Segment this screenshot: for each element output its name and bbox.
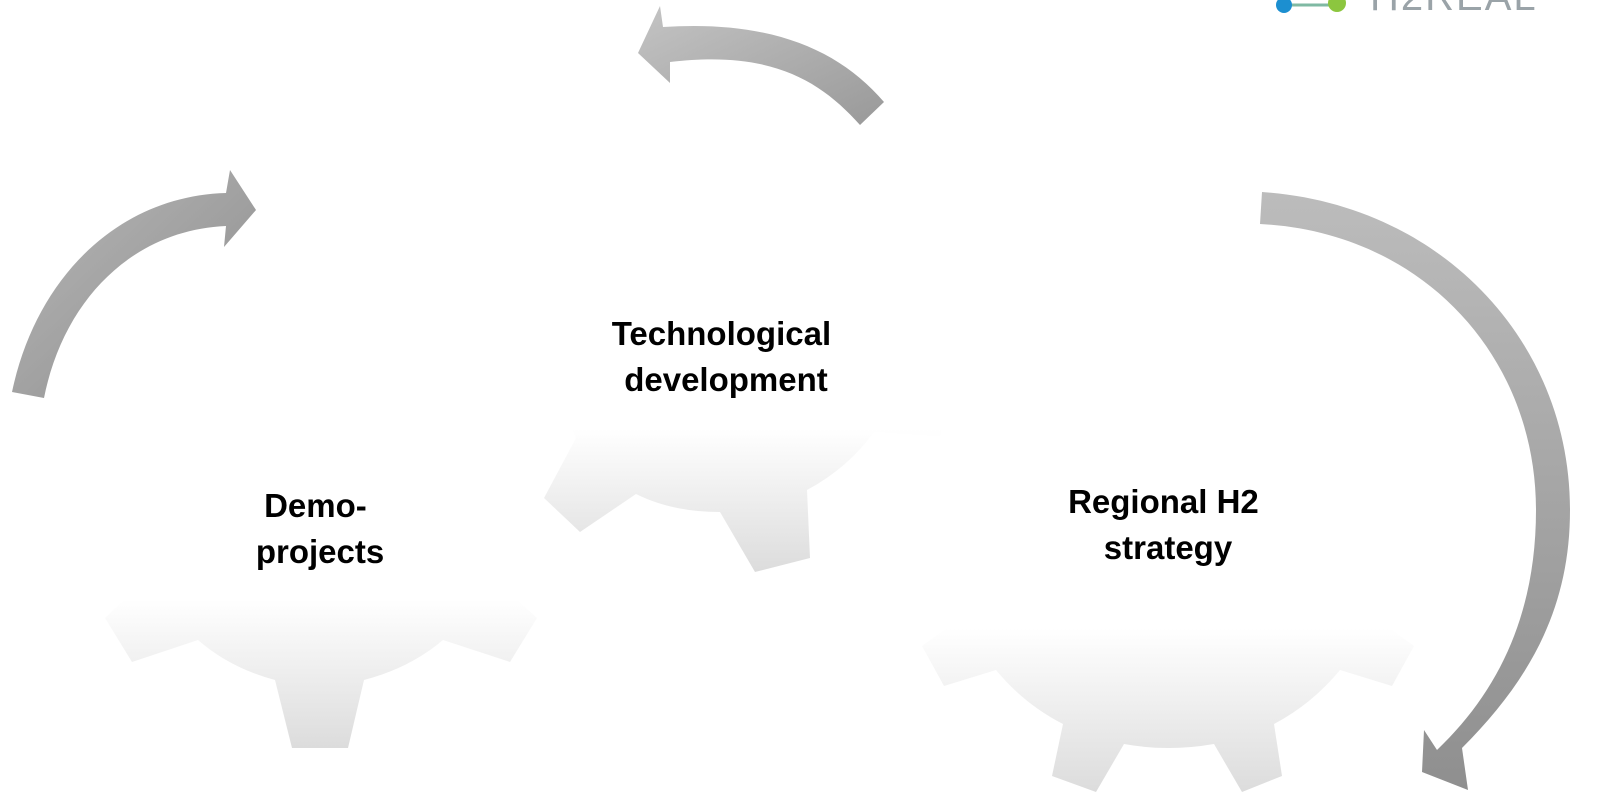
logo: H2REAL (1276, 0, 1538, 19)
gear-icon-strategy (922, 540, 1414, 792)
logo-mark-icon (1276, 0, 1346, 13)
gear-label-tech-line-1: Technological (612, 315, 831, 352)
gear-label-strategy-line-1: Regional H2 (1068, 483, 1259, 520)
gear-label-demo-line-2: projects (256, 533, 384, 570)
curved-arrow-icon-left (12, 170, 256, 398)
curved-arrow-icon-top (638, 6, 884, 125)
gear-label-tech: Technological development (612, 315, 841, 398)
curved-arrow-icon-right (1260, 192, 1570, 790)
gear-icon-demo (105, 520, 537, 748)
gear-label-strategy-line-2: strategy (1104, 529, 1233, 566)
logo-text: H2REAL (1370, 0, 1538, 19)
gear-label-strategy: Regional H2 strategy (1068, 483, 1268, 566)
gear-label-demo-line-1: Demo- (264, 487, 367, 524)
gear-label-demo: Demo- projects (256, 487, 384, 570)
gear-icon-tech (544, 352, 956, 572)
gear-label-tech-line-2: development (624, 361, 828, 398)
